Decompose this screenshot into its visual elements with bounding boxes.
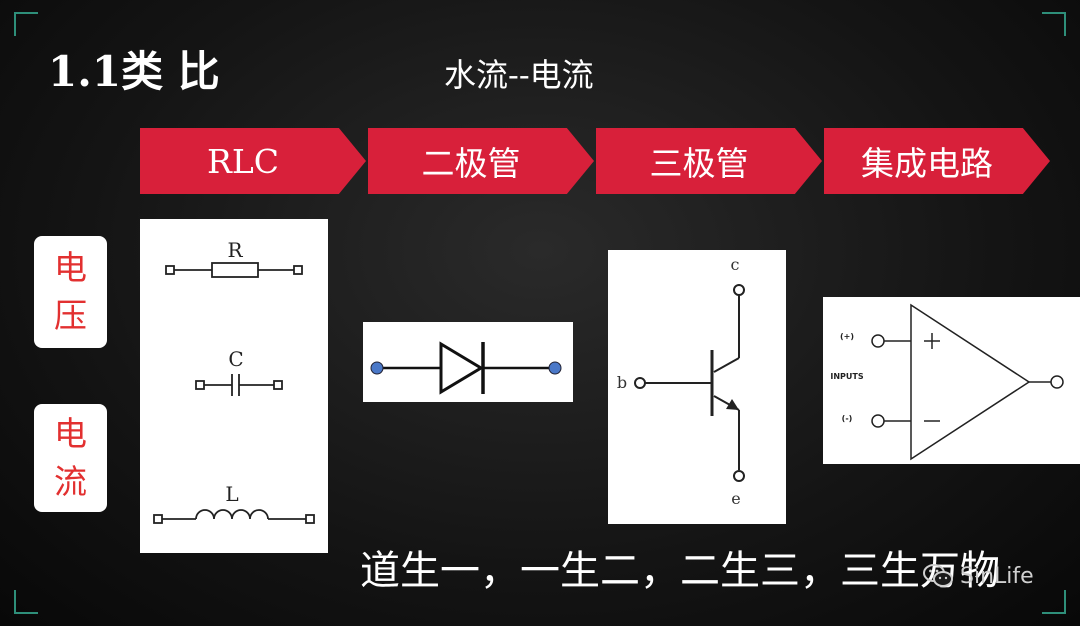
rlc-symbols-panel: R C L bbox=[140, 219, 328, 553]
capacitor-terminal-right bbox=[273, 380, 283, 390]
opamp-output-terminal bbox=[1050, 375, 1064, 389]
corner-mark-top-left bbox=[14, 12, 38, 36]
inductor-terminal-left bbox=[153, 514, 163, 524]
diode-triangle bbox=[439, 341, 484, 395]
stage-arrow-diode: 二极管 bbox=[368, 128, 594, 194]
stage-label: 集成电路 bbox=[861, 144, 993, 183]
capacitor-label: C bbox=[228, 347, 243, 371]
stage-label: RLC bbox=[206, 141, 279, 181]
side-label-current: 电流 bbox=[34, 404, 107, 512]
wechat-icon bbox=[923, 564, 953, 587]
stage-arrow-transistor: 三极管 bbox=[596, 128, 822, 194]
inductor-coil bbox=[195, 509, 269, 520]
motto-text: 道生一，一生二，二生三，三生万物 bbox=[360, 548, 1000, 594]
base-label: b bbox=[617, 373, 627, 392]
slide-subtitle: 水流--电流 bbox=[444, 56, 594, 94]
collector-terminal bbox=[733, 284, 745, 296]
stage-label: 二极管 bbox=[421, 144, 521, 183]
transistor-symbol: c b e bbox=[617, 255, 745, 508]
stage-arrow-rlc: RLC bbox=[140, 128, 366, 194]
opamp-symbol: (+) INPUTS (-) bbox=[830, 303, 1064, 461]
emitter-terminal bbox=[733, 470, 745, 482]
diode-terminal-cathode bbox=[548, 361, 562, 375]
collector-label: c bbox=[731, 255, 740, 274]
opamp-input-minus-terminal bbox=[871, 414, 885, 428]
side-label-voltage: 电压 bbox=[34, 236, 107, 348]
stage-label: 三极管 bbox=[649, 144, 749, 183]
corner-mark-bottom-right bbox=[1042, 590, 1066, 614]
rlc-symbols: R C L bbox=[153, 238, 315, 524]
opamp-plus-label: (+) bbox=[840, 332, 854, 341]
opamp-symbol-panel: (+) INPUTS (-) bbox=[823, 297, 1080, 464]
watermark-text: SinLife bbox=[960, 563, 1034, 589]
emitter-arrow bbox=[726, 399, 739, 410]
transistor-symbol-panel: c b e bbox=[608, 250, 786, 524]
resistor-label: R bbox=[227, 238, 243, 262]
inductor-label: L bbox=[225, 482, 238, 506]
diode-terminal-anode bbox=[370, 361, 384, 375]
emitter-label: e bbox=[731, 489, 740, 508]
resistor-body bbox=[211, 262, 259, 278]
opamp-triangle bbox=[910, 303, 1031, 461]
slide-title: 1.1类 比 bbox=[48, 47, 220, 96]
watermark: SinLife bbox=[922, 562, 1034, 590]
corner-mark-top-right bbox=[1042, 12, 1066, 36]
base-terminal bbox=[634, 377, 646, 389]
inductor-terminal-right bbox=[305, 514, 315, 524]
diode-symbol bbox=[370, 341, 562, 395]
resistor-terminal-left bbox=[165, 265, 175, 275]
corner-mark-bottom-left bbox=[14, 590, 38, 614]
opamp-input-plus-terminal bbox=[871, 334, 885, 348]
capacitor-terminal-left bbox=[195, 380, 205, 390]
diode-symbol-panel bbox=[363, 322, 573, 402]
opamp-inputs-label: INPUTS bbox=[830, 372, 863, 381]
opamp-minus-label: (-) bbox=[842, 414, 853, 423]
resistor-terminal-right bbox=[293, 265, 303, 275]
stage-arrow-ic: 集成电路 bbox=[824, 128, 1050, 194]
